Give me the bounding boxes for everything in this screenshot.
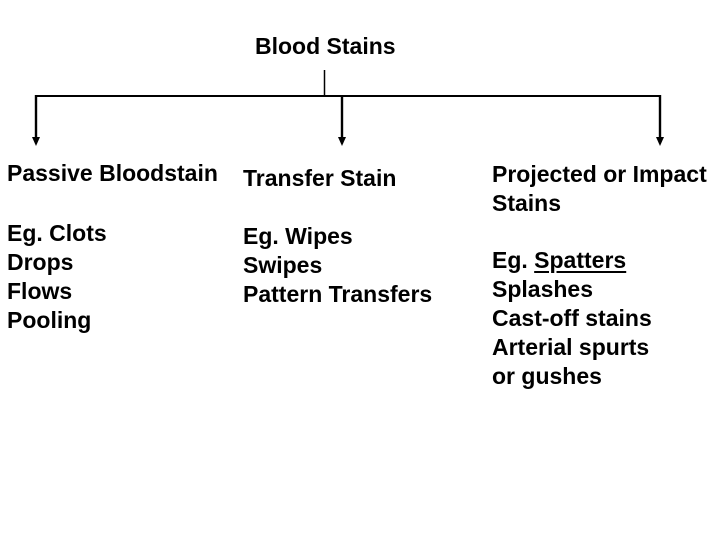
branch-arrow-middle — [338, 95, 346, 146]
list-item: Pattern Transfers — [243, 281, 433, 307]
tree-connector-lines — [32, 70, 664, 146]
list-item: Arterial spurts — [492, 334, 650, 360]
branch-arrow-right — [656, 95, 664, 146]
column-heading-projected-impact-stains: Projected or Impact Stains — [492, 161, 707, 216]
list-item: Pooling — [7, 307, 92, 333]
column-heading-transfer-stain: Transfer Stain — [243, 165, 397, 191]
list-item: or gushes — [492, 363, 602, 389]
arrow-down-icon — [338, 137, 346, 146]
diagram-title: Blood Stains — [255, 33, 396, 59]
list-item: Splashes — [492, 276, 593, 302]
branch-arrow-left — [32, 95, 40, 146]
list-item-prefix: Eg. — [492, 247, 535, 273]
arrow-down-icon — [32, 137, 40, 146]
list-item: Drops — [7, 249, 74, 275]
column-heading-passive-bloodstain: Passive Bloodstain — [7, 160, 218, 186]
column-list-passive: Eg. Clots Drops Flows Pooling — [7, 219, 107, 335]
list-item: Eg. Clots — [7, 220, 107, 246]
list-item: Cast-off stains — [492, 305, 652, 331]
list-item: Flows — [7, 278, 73, 304]
list-item: Eg. Spatters — [492, 246, 652, 275]
list-item-underlined-term: Spatters — [534, 247, 627, 273]
arrow-down-icon — [656, 137, 664, 146]
list-item: Eg. Wipes — [243, 223, 353, 249]
column-list-projected: Eg. Spatters Splashes Cast-off stains Ar… — [492, 246, 652, 391]
list-item: Swipes — [243, 252, 323, 278]
column-list-transfer: Eg. Wipes Swipes Pattern Transfers — [243, 222, 432, 309]
